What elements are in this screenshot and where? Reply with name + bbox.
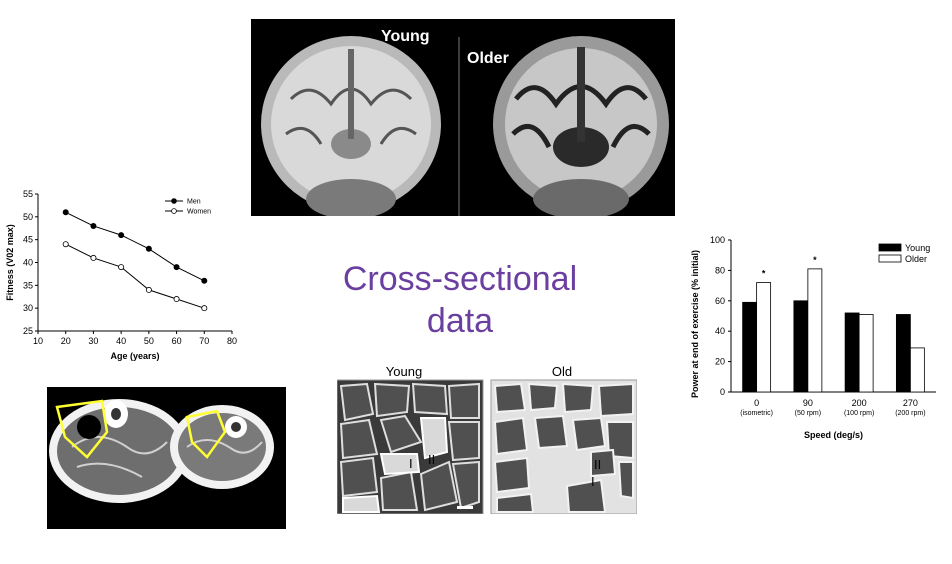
legend-marker-women [171,208,177,214]
line-chart-x-tick-label: 50 [144,336,154,346]
line-chart-x-tick-label: 40 [116,336,126,346]
fiber-old-type1-label: I [591,474,595,489]
line-point-men [62,209,69,216]
line-chart-y-tick-label: 30 [23,303,33,313]
slide-title-line2: data [426,302,494,340]
legend-marker-men [171,198,177,204]
bar-chart-y-tick-label: 60 [715,296,725,306]
line-point-women [62,241,69,248]
legend-label-women: Women [187,209,211,216]
line-chart-x-tick-label: 80 [227,336,237,346]
line-chart-y-tick-label: 50 [23,212,33,222]
thigh-mri-image [47,387,286,529]
legend-label-older: Older [905,254,927,264]
young-thigh [49,399,189,503]
brain-mri-image: Young Older [251,19,675,216]
fiber-young-type2-label: II [428,452,435,467]
line-point-women [118,264,125,271]
bar-chart-x-tick-label: 270 [903,398,918,408]
fiber-young-label: Young [386,364,422,379]
mri-young-label: Young [381,28,430,45]
line-chart-x-tick-label: 30 [88,336,98,346]
bar-older-200 [858,314,874,393]
bar-chart-y-tick-label: 40 [715,326,725,336]
bar-significance-marker: * [762,269,766,279]
line-point-men [145,245,152,252]
bar-chart-x-tick-sublabel: (200 rpm) [895,410,925,417]
bar-young-0 [742,301,758,393]
bar-older-90 [807,268,823,393]
bar-chart-y-tick-label: 100 [710,235,725,245]
older-thigh [170,405,274,489]
mri-older-label: Older [467,50,509,67]
bar-chart-x-tick-label: 0 [754,398,759,408]
bar-chart-x-tick-label: 200 [852,398,867,408]
bar-young-90 [793,300,809,393]
legend-swatch-young [878,243,902,252]
line-point-men [118,232,125,239]
bar-chart-x-tick-sublabel: (50 rpm) [795,410,821,417]
line-chart-y-tick-label: 55 [23,189,33,199]
muscle-fiber-panels: Young Old I [336,362,638,519]
line-series-men [65,211,205,282]
fiber-old-type2-label: II [594,457,601,472]
line-chart-y-tick-label: 45 [23,235,33,245]
bar-significance-marker: * [902,334,906,344]
line-point-men [201,277,208,284]
line-point-women [173,296,180,303]
legend-label-men: Men [187,199,201,206]
fiber-young-type1-label: I [409,456,413,471]
line-chart-x-tick-label: 10 [33,336,43,346]
young-brain [261,36,441,216]
young-fiber-image: I II [336,379,484,515]
line-point-women [145,286,152,293]
legend-swatch-older [878,254,902,263]
bar-older-0 [756,282,772,393]
line-chart-y-tick-label: 40 [23,258,33,268]
bar-chart-x-tick-sublabel: (isometric) [740,410,773,417]
line-point-men [90,222,97,229]
bar-chart-x-tick-sublabel: (100 rpm) [844,410,874,417]
bar-young-270 [895,314,911,393]
fiber-old-label: Old [552,364,572,379]
line-chart-x-tick-label: 20 [61,336,71,346]
legend-label-young: Young [905,243,930,253]
bar-chart-y-tick-label: 20 [715,357,725,367]
line-series-women [65,243,205,309]
slide-title-line1: Cross-sectional [342,260,578,298]
old-fiber-image: II I [490,379,638,515]
line-chart-y-tick-label: 25 [23,326,33,336]
line-point-men [173,264,180,271]
bar-chart-x-label: Speed (deg/s) [804,430,863,440]
line-chart-x-tick-label: 60 [172,336,182,346]
line-chart-x-tick-label: 70 [199,336,209,346]
bar-older-270 [909,347,925,393]
bar-chart-y-tick-label: 0 [720,387,725,397]
line-point-women [90,254,97,261]
line-chart-y-tick-label: 35 [23,280,33,290]
slide-title: Cross-sectional data [310,258,610,342]
line-chart-x-label: Age (years) [110,351,159,361]
line-chart-y-label: Fitness (V02 max) [5,224,15,301]
older-brain [493,36,669,216]
bar-young-200 [844,312,860,393]
bar-chart-y-tick-label: 80 [715,265,725,275]
line-point-women [201,305,208,312]
bar-significance-marker: * [813,255,817,265]
bar-chart-x-tick-label: 90 [803,398,813,408]
bar-chart-y-label: Power at end of exercise (% initial) [690,250,700,398]
